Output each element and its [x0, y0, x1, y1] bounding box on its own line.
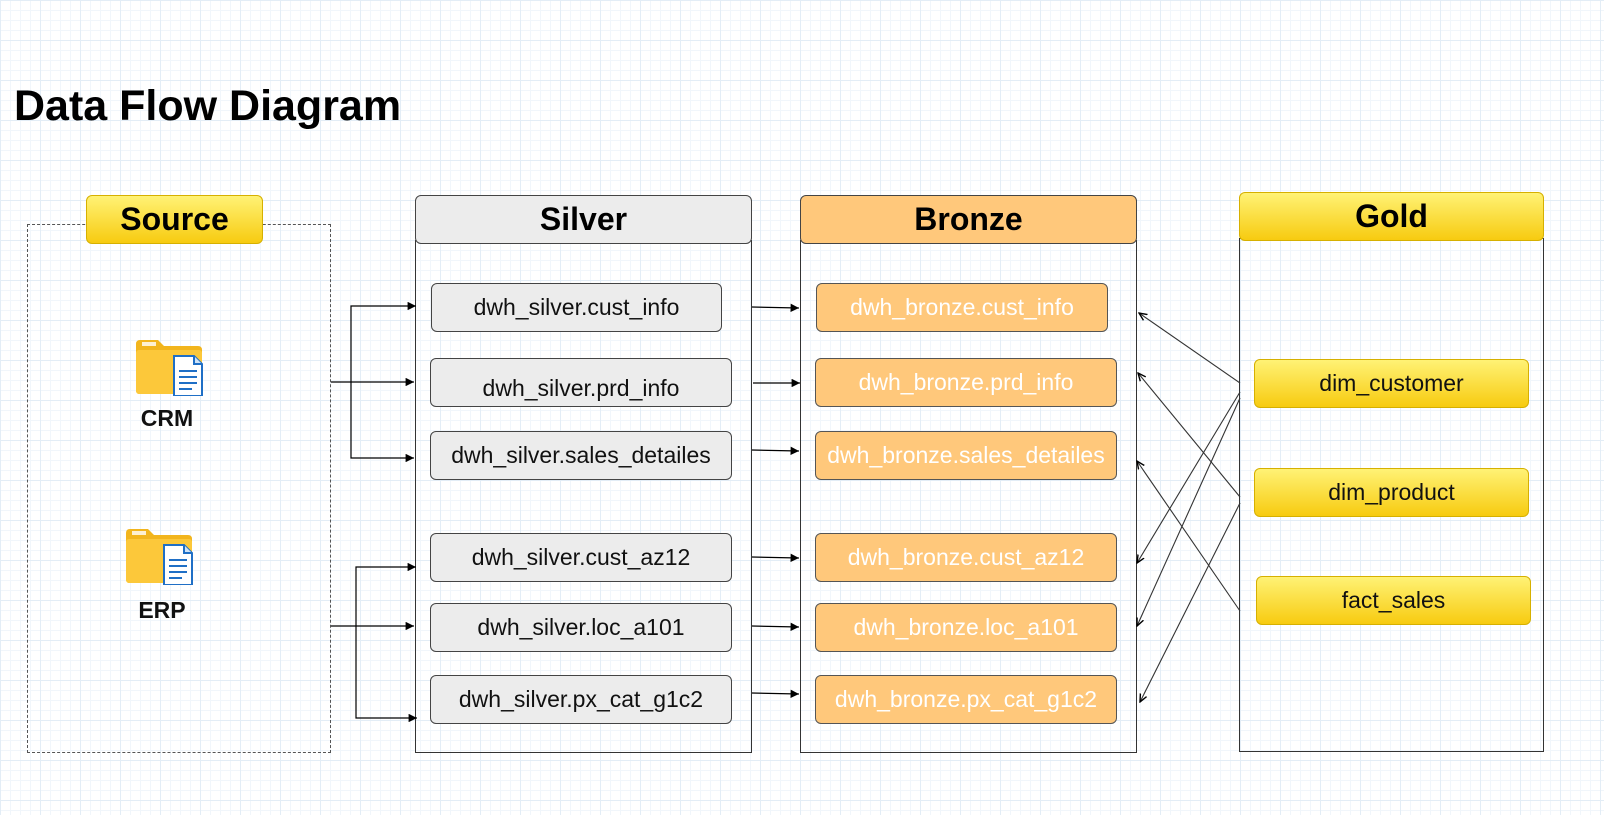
erp-to-silver-az12-line	[355, 562, 416, 626]
gold-product-to-bronze-prd-info-line	[1138, 373, 1241, 498]
erp-label: ERP	[138, 597, 186, 623]
silver-table-px-cat-g1c2: dwh_silver.px_cat_g1c2	[430, 675, 732, 724]
bronze-table-cust-az12: dwh_bronze.cust_az12	[815, 533, 1117, 582]
gold-table-dim-customer: dim_customer	[1254, 359, 1529, 408]
silver-table-cust-az12: dwh_silver.cust_az12	[430, 533, 732, 582]
bronze-table-prd-info: dwh_bronze.prd_info	[815, 358, 1117, 407]
erp-folder-icon	[124, 527, 194, 586]
crm-label: CRM	[140, 405, 194, 431]
silver-to-bronze-px-line	[751, 689, 800, 699]
gold-table-dim-product: dim_product	[1254, 468, 1529, 517]
gold-table-fact-sales: fact_sales	[1256, 576, 1531, 625]
silver-to-bronze-az12-line	[751, 553, 800, 563]
bronze-table-loc-a101: dwh_bronze.loc_a101	[815, 603, 1117, 652]
silver-to-bronze-sales-line	[751, 446, 800, 456]
bronze-table-px-cat-g1c2: dwh_bronze.px_cat_g1c2	[815, 675, 1117, 724]
silver-header: Silver	[415, 195, 752, 244]
bronze-header: Bronze	[800, 195, 1137, 244]
gold-customer-to-bronze-loc-line	[1137, 397, 1241, 626]
bronze-table-cust-info: dwh_bronze.cust_info	[816, 283, 1108, 332]
page-title: Data Flow Diagram	[14, 82, 402, 130]
source-header: Source	[86, 195, 263, 244]
erp-to-silver-px-line	[355, 626, 417, 723]
gold-header: Gold	[1239, 192, 1544, 241]
crm-folder-icon	[134, 338, 204, 397]
gold-product-to-bronze-px-line	[1140, 502, 1241, 702]
bronze-table-sales-detailes: dwh_bronze.sales_detailes	[815, 431, 1117, 480]
silver-to-bronze-loc-line	[751, 622, 800, 632]
silver-table-sales-detailes: dwh_silver.sales_detailes	[430, 431, 732, 480]
crm-to-silver-sales-line	[350, 382, 414, 463]
silver-table-cust-info: dwh_silver.cust_info	[431, 283, 722, 332]
silver-table-loc-a101: dwh_silver.loc_a101	[430, 603, 732, 652]
silver-to-bronze-cust-info-line	[751, 303, 800, 313]
crm-to-silver-cust-line	[350, 301, 416, 382]
silver-table-prd-info: dwh_silver.prd_info	[430, 358, 732, 407]
gold-customer-to-bronze-cust-info-line	[1139, 313, 1241, 384]
gold-sales-to-bronze-sales-line	[1137, 461, 1241, 612]
gold-customer-to-bronze-az12-line	[1137, 391, 1241, 563]
